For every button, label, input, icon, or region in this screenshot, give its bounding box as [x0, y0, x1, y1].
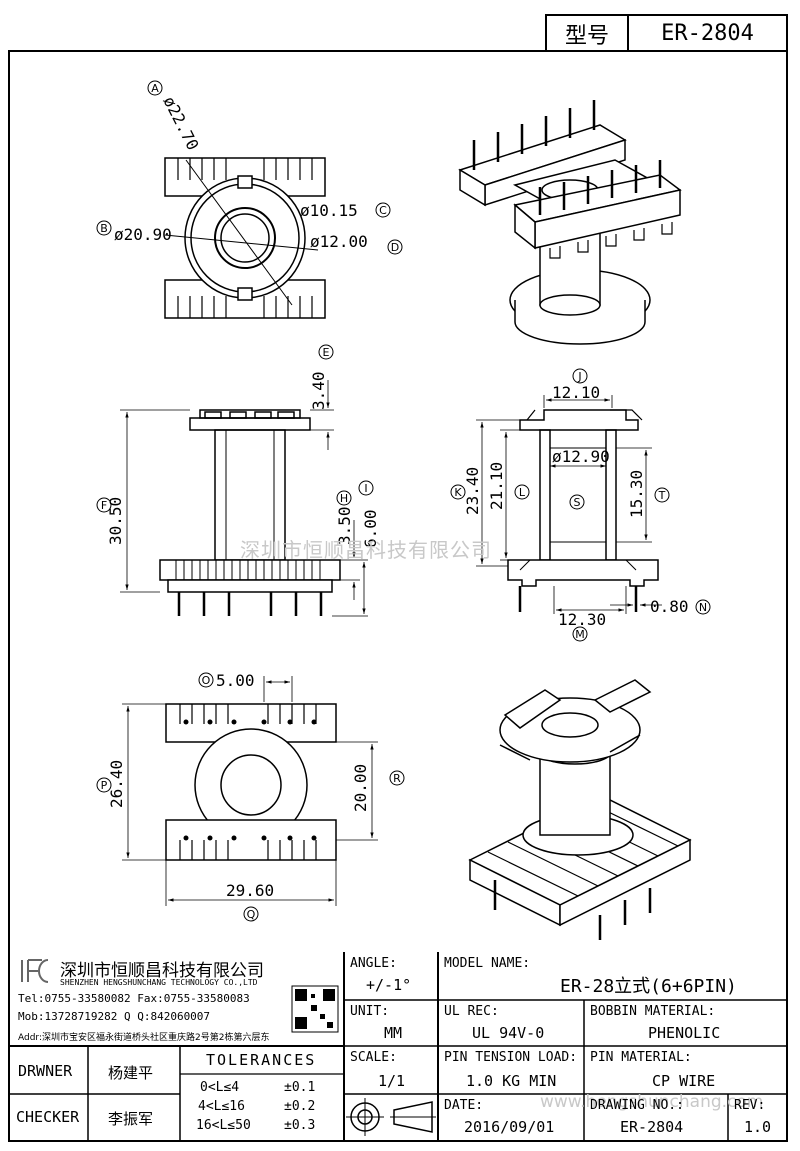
- company-address: Addr:深圳市宝安区福永街道桥头社区重庆路2号第2栋第六层东: [18, 1033, 270, 1043]
- label-l: L: [519, 486, 526, 499]
- company-tel-fax: Tel:0755-33580082 Fax:0755-33580083: [18, 992, 250, 1005]
- angle-value: +/-1°: [366, 976, 412, 994]
- iso-view-bottom: [468, 679, 692, 940]
- label-h: H: [340, 492, 348, 505]
- model-value: ER-2804: [661, 21, 754, 46]
- dim-p: 26.40: [107, 760, 126, 808]
- drawing-no-label: DRAWING NO.:: [590, 1098, 684, 1113]
- label-n: N: [699, 601, 707, 614]
- bottom-view-labels: O 5.00 P 26.40 20.00 R 29.60 Q: [96, 671, 405, 922]
- side-view-labels: F 30.50 E 3.40 3.50 H 6.00 I: [96, 344, 380, 548]
- dim-m: 12.30: [558, 610, 606, 629]
- label-p: P: [101, 779, 108, 792]
- drawing-no-value: ER-2804: [620, 1118, 684, 1136]
- label-t: T: [658, 489, 666, 502]
- section-view: [476, 395, 662, 614]
- label-e: E: [323, 346, 330, 359]
- company-mob-qq: Mob:13728719282 Q Q:842060007: [18, 1010, 211, 1023]
- company-name-en: SHENZHEN HENGSHUNCHANG TECHNOLOGY CO.,LT…: [60, 978, 258, 987]
- title-block-lines: [8, 952, 788, 1142]
- label-i: I: [364, 482, 367, 495]
- label-q: Q: [247, 908, 256, 921]
- dim-f: 30.50: [106, 497, 125, 545]
- date-value: 2016/09/01: [464, 1118, 555, 1136]
- drawing-frame: [8, 50, 788, 1142]
- rev-value: 1.0: [744, 1118, 772, 1136]
- bottom-view: [122, 676, 378, 906]
- tolerances-label: TOLERANCES: [206, 1051, 317, 1069]
- dim-n: 0.80: [650, 597, 689, 616]
- label-m: M: [575, 628, 585, 641]
- pin-material-label: PIN MATERIAL:: [590, 1050, 692, 1065]
- iso-view-top: [458, 100, 682, 345]
- tol-value-3: ±0.3: [284, 1118, 316, 1133]
- checker-label: CHECKER: [16, 1108, 80, 1126]
- dim-r: 20.00: [351, 764, 370, 812]
- date-label: DATE:: [444, 1098, 484, 1113]
- label-c: C: [379, 204, 387, 217]
- tol-range-3: 16<L≤50: [196, 1118, 251, 1133]
- ul-label: UL REC:: [444, 1004, 499, 1019]
- tol-value-1: ±0.1: [284, 1080, 316, 1095]
- unit-label: UNIT:: [350, 1004, 390, 1019]
- watermark-url: www.hengshunchang.com: [540, 1092, 764, 1112]
- model-name-label: MODEL NAME:: [444, 956, 531, 971]
- dim-s: ø12.90: [552, 447, 610, 466]
- dim-a: ø22.70: [159, 93, 202, 153]
- dim-t: 15.30: [627, 470, 646, 518]
- dim-d: ø12.00: [310, 232, 368, 251]
- qr-code: [291, 985, 339, 1033]
- tol-range-2: 4<L≤16: [198, 1099, 245, 1114]
- label-o: O: [202, 674, 211, 687]
- company-name-cn: 深圳市恒顺昌科技有限公司: [60, 961, 264, 981]
- tension-label: PIN TENSION LOAD:: [444, 1050, 578, 1065]
- unit-value: MM: [384, 1024, 403, 1042]
- dim-l: 21.10: [487, 462, 506, 510]
- dim-h: 3.50: [335, 506, 354, 545]
- dim-k: 23.40: [463, 467, 482, 515]
- tol-range-1: 0<L≤4: [200, 1080, 240, 1095]
- company-logo: [21, 959, 49, 983]
- label-f: F: [101, 499, 107, 512]
- dim-j: 12.10: [552, 383, 600, 402]
- bobbin-label: BOBBIN MATERIAL:: [590, 1004, 716, 1019]
- model-name-value: ER-28立式(6+6PIN): [560, 976, 737, 997]
- label-d: D: [391, 241, 399, 254]
- model-label: 型号: [547, 16, 629, 51]
- drwner-label: DRWNER: [18, 1062, 73, 1080]
- model-box: 型号 ER-2804: [545, 14, 788, 51]
- bobbin-value: PHENOLIC: [648, 1024, 721, 1042]
- dim-i: 6.00: [361, 509, 380, 548]
- scale-label: SCALE:: [350, 1050, 397, 1065]
- label-a: A: [151, 82, 159, 95]
- dim-b: ø20.90: [114, 225, 172, 244]
- checker-value: 李振军: [108, 1110, 154, 1128]
- label-j: J: [577, 370, 581, 383]
- angle-label: ANGLE:: [350, 956, 397, 971]
- label-s: S: [574, 496, 581, 509]
- tol-value-2: ±0.2: [284, 1099, 316, 1114]
- watermark: 深圳市恒顺昌科技有限公司: [240, 538, 492, 562]
- ul-value: UL 94V-0: [472, 1024, 545, 1042]
- pin-material-value: CP WIRE: [652, 1072, 716, 1090]
- dim-q: 29.60: [226, 881, 274, 900]
- rev-label: REV:: [734, 1098, 766, 1113]
- dim-o: 5.00: [216, 671, 255, 690]
- top-view: [164, 157, 326, 319]
- scale-value: 1/1: [378, 1072, 406, 1090]
- label-b: B: [100, 222, 108, 235]
- dim-c: ø10.15: [300, 201, 358, 220]
- tension-value: 1.0 KG MIN: [466, 1072, 557, 1090]
- drwner-value: 杨建平: [108, 1064, 154, 1082]
- label-r: R: [393, 772, 401, 785]
- dim-e: 3.40: [309, 371, 328, 410]
- side-view: [120, 380, 368, 617]
- section-view-labels: J 12.10 K 23.40 21.10 L ø12.90 S 15.30 T…: [450, 368, 711, 642]
- label-k: K: [454, 486, 462, 499]
